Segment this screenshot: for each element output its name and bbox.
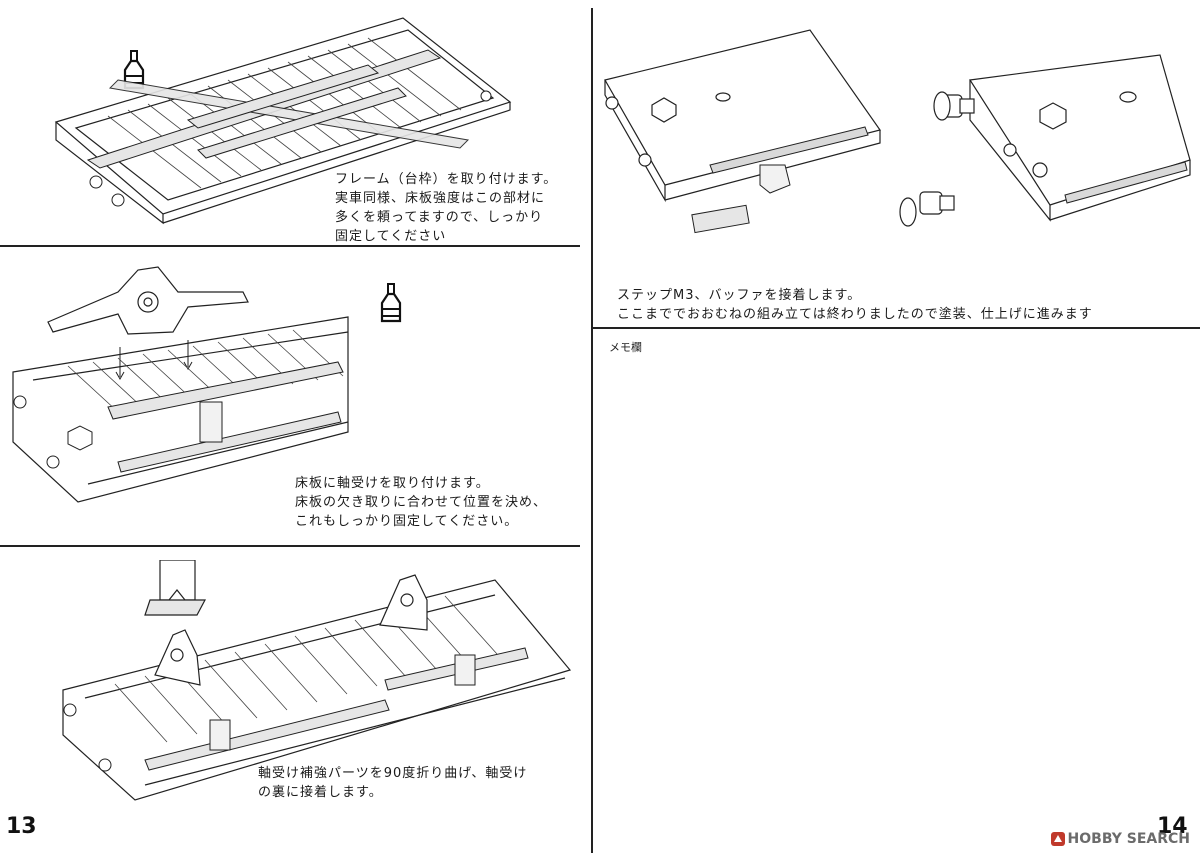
step-axle-box-line: 床板に軸受けを取り付けます。 [295,476,490,491]
step-axle-box-text: 床板に軸受けを取り付けます。 床板の欠き取りに合わせて位置を決め、 これもしっか… [295,474,547,531]
step-buffer-text: ステップM3、バッファを接着します。 ここまででおおむねの組み立ては終わりました… [617,286,1093,324]
watermark-text: HOBBY SEARCH [1067,831,1190,847]
frame-illustration [48,10,518,225]
step-reinforce-text: 軸受け補強パーツを90度折り曲げ、軸受け の裏に接着します。 [258,764,527,802]
buffer-illustration-left [600,25,885,235]
step-frame-line: 実車同様、床板強度はこの部材に [335,191,546,206]
step-reinforce-line: の裏に接着します。 [258,785,383,800]
page-number-left: 13 [6,814,37,839]
step-frame-text: フレーム（台枠）を取り付けます。 実車同様、床板強度はこの部材に 多くを頼ってま… [335,170,557,246]
watermark: HOBBY SEARCH [1050,831,1190,847]
step-frame-line: フレーム（台枠）を取り付けます。 [335,172,558,187]
left-divider-2 [0,545,580,547]
left-divider-1 [0,245,580,247]
axle-box-illustration [8,262,353,507]
glue-bottle-icon [379,283,403,323]
step-axle-box-line: 床板の欠き取りに合わせて位置を決め、 [295,495,548,510]
page-number-right: 14 [1157,814,1188,839]
step-axle-box-line: これもしっかり固定してください。 [295,514,519,529]
reinforce-illustration [55,560,575,805]
center-divider [591,8,593,853]
memo-label: メモ欄 [609,341,642,354]
step-frame-line: 多くを頼ってますので、しっかり [335,210,544,225]
right-divider-1 [593,327,1200,329]
hobbysearch-logo-icon [1050,832,1065,846]
step-buffer-line: ステップM3、バッファを接着します。 [617,288,862,303]
buffer-illustration-right [890,50,1195,240]
step-frame-line: 固定してください [335,229,447,244]
step-reinforce-line: 軸受け補強パーツを90度折り曲げ、軸受け [258,766,528,781]
step-buffer-line: ここまででおおむねの組み立ては終わりましたので塗装、仕上げに進みます [617,307,1093,322]
